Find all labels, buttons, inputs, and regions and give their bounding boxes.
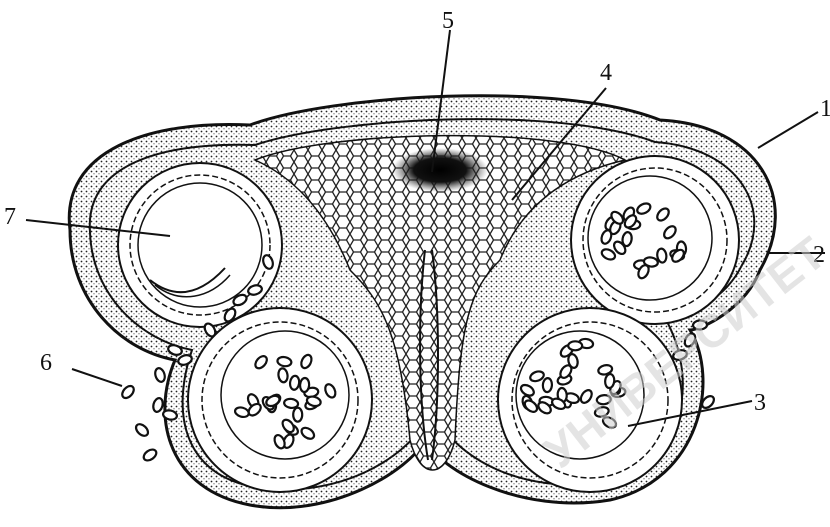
label-4: 4 (600, 60, 612, 86)
pollen-grain (278, 368, 289, 383)
pollen-grain (300, 378, 310, 393)
pollen-grain (568, 341, 582, 350)
pollen-grain (152, 397, 164, 413)
vascular-bundle (392, 148, 488, 192)
leader-1 (758, 112, 818, 148)
pollen-grain (142, 447, 159, 462)
label-3: 3 (754, 390, 766, 416)
pollen-grain (293, 408, 302, 422)
label-1: 1 (820, 96, 830, 122)
pollen-grain (289, 375, 300, 390)
pollen-sac-top-left (118, 163, 282, 327)
pollen-grain (542, 378, 552, 393)
pollen-grain (154, 367, 167, 383)
label-7: 7 (4, 204, 16, 230)
leader-6 (72, 369, 122, 386)
label-5: 5 (442, 8, 454, 34)
pollen-grain (134, 422, 150, 438)
label-6: 6 (40, 350, 52, 376)
pollen-grain (120, 384, 136, 400)
